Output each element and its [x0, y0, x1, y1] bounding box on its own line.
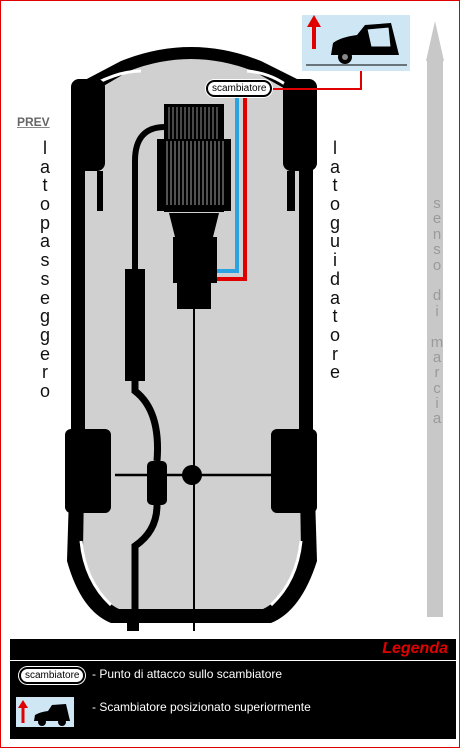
- legend-divider: [10, 660, 456, 661]
- legend-attach-pill: scambiatore: [19, 667, 86, 684]
- exhaust-system: [115, 124, 271, 631]
- connection-lines: [213, 63, 362, 281]
- wheels: [65, 79, 317, 513]
- exchanger-attach-label: scambiatore: [206, 80, 273, 97]
- heat-exchanger: [157, 104, 231, 309]
- thumbnail-car: [302, 15, 410, 71]
- legend-panel: Legenda scambiatore - Punto di attacco s…: [10, 639, 456, 739]
- rear-differential: [182, 465, 202, 485]
- legend-title: Legenda: [382, 640, 448, 657]
- car-icon: [16, 697, 74, 727]
- legend-item-position: - Scambiatore posizionato superiormente: [92, 700, 311, 714]
- legend-item-attach: - Punto di attacco sullo scambiatore: [92, 667, 283, 681]
- prev-link[interactable]: PREV: [17, 115, 50, 129]
- direction-arrow: [426, 21, 444, 617]
